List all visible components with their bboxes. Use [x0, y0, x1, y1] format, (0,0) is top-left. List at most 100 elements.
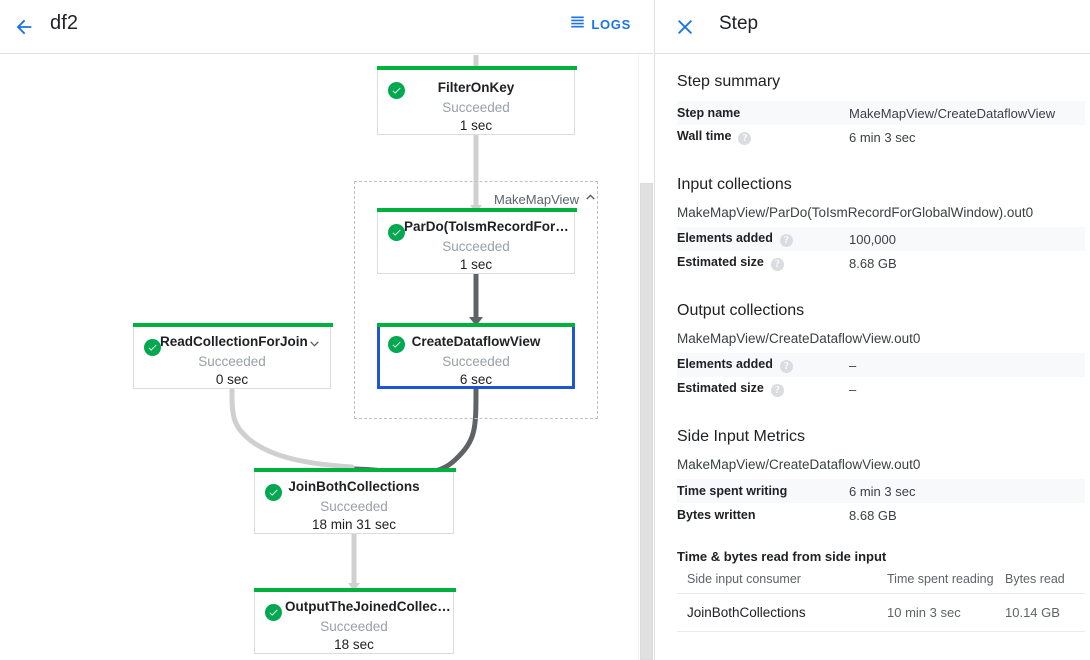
- graph-node-pardo-toismrecordfor[interactable]: ParDo(ToIsmRecordFor… Succeeded 1 sec: [377, 208, 577, 274]
- node-status: Succeeded: [442, 239, 510, 254]
- cell-bytes-read: 10.14 GB: [995, 593, 1085, 632]
- node-title: CreateDataflowView: [411, 334, 541, 349]
- logs-label: LOGS: [591, 16, 631, 32]
- row-value: –: [849, 381, 857, 397]
- node-status-bar: [133, 323, 333, 327]
- node-time: 1 sec: [459, 257, 493, 272]
- output-collections-table: Elements added? – Estimated size? –: [677, 353, 1085, 401]
- job-graph-canvas[interactable]: MakeMapView FilterOnKey Succeeded 1 sec: [0, 55, 653, 660]
- column-header-bytes-read: Bytes read: [995, 569, 1085, 594]
- row-value: 6 min 3 sec: [849, 483, 916, 499]
- graph-node-join-both-collections[interactable]: JoinBothCollections Succeeded 18 min 31 …: [254, 468, 456, 534]
- table-row: Elements added? –: [677, 353, 1085, 377]
- graph-vertical-scrollbar[interactable]: [638, 55, 653, 660]
- row-key: Bytes written: [677, 508, 756, 522]
- composite-group-label[interactable]: MakeMapView: [494, 191, 597, 207]
- composite-group-label-text: MakeMapView: [494, 191, 580, 207]
- output-collection-name: MakeMapView/CreateDataflowView.out0: [677, 331, 921, 346]
- composite-group-makemapview[interactable]: [354, 181, 598, 419]
- table-row: Bytes written 8.68 GB: [677, 503, 1085, 527]
- row-value: 6 min 3 sec: [849, 129, 916, 145]
- cell-side-input-consumer: JoinBothCollections: [677, 593, 877, 632]
- table-row: Estimated size? 8.68 GB: [677, 251, 1085, 275]
- help-icon[interactable]: ?: [779, 360, 793, 373]
- cell-time-spent-reading: 10 min 3 sec: [877, 593, 995, 632]
- node-status: Succeeded: [320, 619, 388, 634]
- check-circle-icon: [388, 336, 405, 353]
- node-status: Succeeded: [442, 100, 510, 115]
- table-row: Time spent writing 6 min 3 sec: [677, 479, 1085, 503]
- row-key: Elements added?: [677, 353, 849, 377]
- node-status-bar: [377, 66, 577, 70]
- table-row[interactable]: JoinBothCollections 10 min 3 sec 10.14 G…: [677, 593, 1085, 632]
- row-value: –: [849, 357, 857, 373]
- help-icon[interactable]: ?: [779, 234, 793, 247]
- check-circle-icon: [388, 82, 405, 99]
- table-header-row: Side input consumer Time spent reading B…: [677, 569, 1085, 594]
- step-summary-table: Step name MakeMapView/CreateDataflowView…: [677, 101, 1085, 149]
- chevron-down-icon[interactable]: [308, 337, 321, 355]
- row-key: Estimated size?: [677, 251, 849, 275]
- help-icon[interactable]: ?: [770, 258, 784, 271]
- node-time: 18 min 31 sec: [311, 517, 397, 532]
- close-icon[interactable]: [671, 13, 699, 41]
- node-title: OutputTheJoinedCollec…: [285, 599, 451, 614]
- node-status-bar: [377, 323, 575, 327]
- node-time: 6 sec: [459, 372, 493, 387]
- section-heading-output-collections: Output collections: [677, 302, 805, 319]
- panel-title: Step: [719, 13, 759, 34]
- side-input-metrics-table: Time spent writing 6 min 3 sec Bytes wri…: [677, 479, 1085, 527]
- row-key: Wall time?: [677, 125, 849, 149]
- top-toolbar: df2 LOGS: [0, 0, 653, 54]
- check-circle-icon: [144, 339, 161, 356]
- row-key: Step name: [677, 106, 741, 120]
- node-time: 18 sec: [334, 637, 374, 652]
- row-key: Estimated size?: [677, 377, 849, 401]
- help-icon[interactable]: ?: [738, 132, 752, 145]
- row-value: 100,000: [849, 231, 896, 247]
- row-key: Time spent writing: [677, 484, 788, 498]
- row-key: Elements added?: [677, 227, 849, 251]
- graph-node-read-collection-for-join[interactable]: ReadCollectionForJoin Succeeded 0 sec: [133, 323, 333, 389]
- side-input-consumers-table: Side input consumer Time spent reading B…: [677, 569, 1085, 632]
- side-input-table-title: Time & bytes read from side input: [677, 549, 887, 564]
- table-row: Step name MakeMapView/CreateDataflowView: [677, 101, 1085, 125]
- side-input-collection-name: MakeMapView/CreateDataflowView.out0: [677, 457, 921, 472]
- table-row: Wall time? 6 min 3 sec: [677, 125, 1085, 149]
- help-icon[interactable]: ?: [770, 384, 784, 397]
- node-status: Succeeded: [320, 499, 388, 514]
- chevron-up-icon[interactable]: [584, 191, 597, 207]
- check-circle-icon: [265, 604, 282, 621]
- step-details-panel: Step Step summary Step name MakeMapView/…: [654, 0, 1090, 660]
- input-collections-table: Elements added? 100,000 Estimated size? …: [677, 227, 1085, 275]
- section-heading-side-input-metrics: Side Input Metrics: [677, 428, 806, 445]
- graph-node-filter-on-key[interactable]: FilterOnKey Succeeded 1 sec: [377, 66, 577, 135]
- row-value: MakeMapView/CreateDataflowView: [849, 105, 1056, 121]
- node-title: ParDo(ToIsmRecordFor…: [404, 219, 569, 234]
- graph-node-create-dataflow-view[interactable]: CreateDataflowView Succeeded 6 sec: [377, 323, 575, 389]
- node-status: Succeeded: [442, 354, 510, 369]
- node-status-bar: [377, 208, 577, 212]
- node-time: 0 sec: [215, 372, 249, 387]
- back-arrow-icon[interactable]: [8, 11, 40, 43]
- node-title: FilterOnKey: [437, 80, 515, 95]
- graph-node-output-the-joined-collection[interactable]: OutputTheJoinedCollec… Succeeded 18 sec: [254, 588, 456, 654]
- check-circle-icon: [388, 224, 405, 241]
- check-circle-icon: [265, 484, 282, 501]
- node-title: ReadCollectionForJoin: [160, 334, 308, 349]
- job-graph-pane: df2 LOGS: [0, 0, 653, 660]
- column-header-side-input-consumer: Side input consumer: [677, 569, 877, 594]
- node-status: Succeeded: [198, 354, 266, 369]
- table-row: Elements added? 100,000: [677, 227, 1085, 251]
- node-status-bar: [254, 588, 456, 592]
- page-title: df2: [50, 12, 79, 34]
- panel-body: Step summary Step name MakeMapView/Creat…: [655, 54, 1090, 632]
- input-collection-name: MakeMapView/ParDo(ToIsmRecordForGlobalWi…: [677, 205, 1034, 220]
- node-status-bar: [254, 468, 456, 472]
- logs-button[interactable]: LOGS: [570, 14, 631, 34]
- column-header-time-spent-reading: Time spent reading: [877, 569, 995, 594]
- logs-list-icon: [570, 14, 585, 34]
- row-value: 8.68 GB: [849, 507, 897, 523]
- graph-scrollbar-thumb[interactable]: [640, 183, 653, 660]
